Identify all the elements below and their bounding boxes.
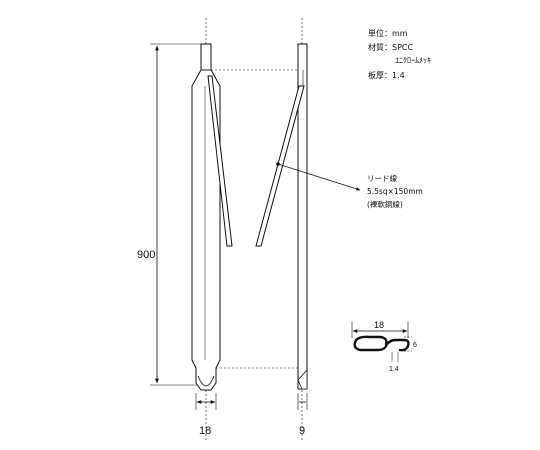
front-width-label: 18 bbox=[199, 425, 211, 437]
spec-finish: ﾕﾆｸﾛｰﾑﾒｯｷ bbox=[395, 56, 431, 65]
section-thickness-label: 1.4 bbox=[389, 366, 399, 373]
rod-front-view bbox=[191, 18, 221, 440]
projection-lines bbox=[211, 69, 298, 369]
lead-wire bbox=[207, 75, 305, 247]
cross-section-detail: 18 6 1.4 bbox=[351, 320, 417, 373]
height-label: 900 bbox=[137, 249, 155, 261]
lead-wire-callout: リード線 5.5sq×150mm (裸軟銅線) bbox=[276, 162, 423, 209]
spec-material: 材質：SPCC bbox=[368, 42, 413, 52]
side-width-dimension: 9 bbox=[297, 393, 308, 437]
lead-wire-type: (裸軟銅線) bbox=[367, 199, 403, 209]
spec-unit: 単位：mm bbox=[368, 28, 408, 38]
section-width-label: 18 bbox=[374, 320, 384, 330]
lead-wire-name: リード線 bbox=[367, 173, 397, 183]
lead-wire-size: 5.5sq×150mm bbox=[367, 187, 423, 196]
height-dimension: 900 bbox=[137, 43, 202, 386]
spec-thickness: 板厚：1.4 bbox=[368, 70, 405, 80]
rod-side-view bbox=[297, 18, 308, 440]
side-width-label: 9 bbox=[299, 425, 305, 437]
specs-block: 単位：mm 材質：SPCC ﾕﾆｸﾛｰﾑﾒｯｷ 板厚：1.4 bbox=[368, 28, 431, 80]
section-height-label: 6 bbox=[413, 342, 417, 349]
front-width-dimension: 18 bbox=[195, 393, 217, 437]
